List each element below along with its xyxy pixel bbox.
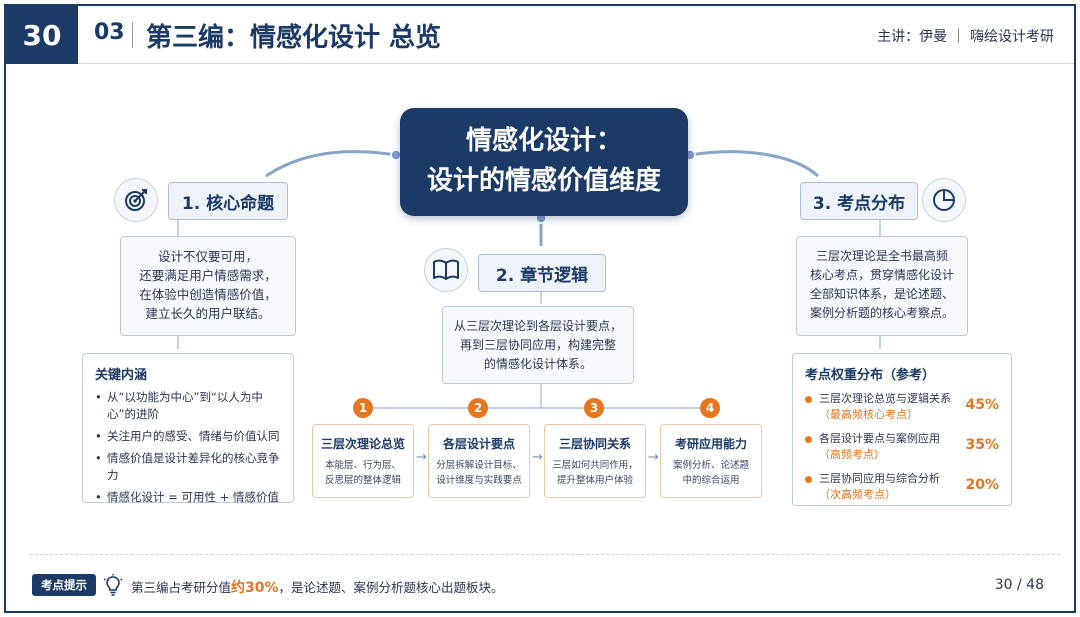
step-desc: 中的综合运用 — [682, 475, 740, 486]
weight-label: 三层次理论总览与逻辑关系 — [819, 392, 951, 405]
key-point-item: 情感化设计 = 可用性 + 情感价值 — [95, 489, 281, 506]
connector-branch3 — [689, 150, 820, 178]
branch2-topic: 2. 章节逻辑 — [478, 254, 606, 292]
section-number: 03 — [94, 20, 125, 45]
step-card: 三层协同关系 三层如何共同作用， 提升整体用户体验 — [544, 424, 646, 498]
weight-percent: 35% — [965, 437, 999, 453]
tip-prefix: 第三编占考研分值 — [131, 580, 232, 595]
weight-row: 各层设计要点与案例应用 （高频考点） 35% — [805, 431, 999, 471]
key-point-item: 关注用户的感受、情绪与价值认同 — [95, 428, 281, 445]
step-title: 各层设计要点 — [442, 437, 515, 451]
slide-frame: 30 03 第三编：情感化设计 总览 主讲：伊曼 ｜ 嗨绘设计考研 情感化设计：… — [4, 4, 1076, 613]
weight-note: （次高频考点） — [819, 488, 896, 501]
step-title: 三层协同关系 — [558, 437, 631, 451]
branch3-topic: 3. 考点分布 — [800, 182, 918, 220]
desc-line: 还要满足用户情感需求， — [139, 268, 277, 283]
tip-highlight: 约30% — [231, 580, 279, 596]
weight-label: 三层协同应用与综合分析 — [819, 472, 940, 485]
key-point-item: 情感价值是设计差异化的核心竞争力 — [95, 450, 281, 484]
desc-line: 再到三层协同应用，构建完整 — [459, 338, 616, 352]
desc-line: 全部知识体系，是论述题、 — [809, 287, 954, 301]
weight-note: （最高频核心考点） — [819, 408, 918, 421]
connector-branch1 — [265, 150, 397, 178]
weights-title: 考点权重分布（参考） — [805, 368, 936, 383]
weight-note: （高频考点） — [819, 448, 885, 461]
arrow-right-icon: → — [532, 450, 543, 465]
weight-row: 三层协同应用与综合分析 （次高频考点） 20% — [805, 471, 999, 511]
desc-line: 核心考点，贯穿情感化设计 — [809, 268, 954, 282]
central-topic-line2: 设计的情感价值维度 — [426, 166, 661, 196]
desc-line: 设计不仅要可用， — [157, 249, 258, 264]
weight-percent: 20% — [965, 477, 999, 493]
weight-distribution-panel: 考点权重分布（参考） 三层次理论总览与逻辑关系 （最高频核心考点） 45% 各层… — [792, 353, 1012, 506]
tip-suffix: ，是论述题、案例分析题核心出题板块。 — [278, 580, 504, 595]
target-icon — [114, 178, 158, 222]
step-number: 3 — [584, 398, 604, 418]
page-title: 第三编：情感化设计 总览 — [146, 23, 442, 53]
key-points-title: 关键内涵 — [95, 368, 148, 383]
lightbulb-icon — [103, 574, 123, 596]
weight-label: 各层设计要点与案例应用 — [819, 432, 940, 445]
pie-chart-icon — [922, 178, 966, 222]
step-card: 考研应用能力 案例分析、论述题 中的综合运用 — [660, 424, 762, 498]
desc-line: 案例分析题的核心考察点。 — [809, 306, 954, 320]
step-number: 2 — [468, 398, 488, 418]
key-point-item: 从“以功能为中心”到“以人为中心”的进阶 — [95, 389, 281, 423]
page-indicator: 30 / 48 — [994, 577, 1044, 593]
header: 30 03 第三编：情感化设计 总览 主讲：伊曼 ｜ 嗨绘设计考研 — [6, 6, 1074, 64]
desc-line: 在体验中创造情感价值， — [139, 287, 277, 302]
arrow-right-icon: → — [648, 450, 659, 465]
weight-row: 三层次理论总览与逻辑关系 （最高频核心考点） 45% — [805, 391, 999, 431]
branch1-description: 设计不仅要可用， 还要满足用户情感需求， 在体验中创造情感价值， 建立长久的用户… — [120, 236, 296, 336]
step-number: 4 — [700, 398, 720, 418]
step-desc: 提升整体用户体验 — [556, 475, 633, 486]
branch1-topic: 1. 核心命题 — [168, 182, 288, 220]
bullet-dot — [805, 476, 812, 483]
step-title: 三层次理论总览 — [320, 437, 405, 451]
tip-text: 第三编占考研分值约30%，是论述题、案例分析题核心出题板块。 — [131, 577, 504, 597]
step-desc: 案例分析、论述题 — [672, 460, 749, 471]
branch2-description: 从三层次理论到各层设计要点， 再到三层协同应用，构建完整 的情感化设计体系。 — [442, 306, 634, 384]
desc-line: 从三层次理论到各层设计要点， — [453, 319, 622, 333]
step-desc: 设计维度与实践要点 — [436, 475, 522, 486]
step-card: 各层设计要点 分层拆解设计目标、 设计维度与实践要点 — [428, 424, 530, 498]
step-desc: 三层如何共同作用， — [552, 460, 638, 471]
weight-percent: 45% — [965, 397, 999, 413]
central-topic-line1: 情感化设计： — [465, 126, 622, 156]
bullet-dot — [805, 396, 812, 403]
step-card: 三层次理论总览 本能层、行为层、 反思层的整体逻辑 — [312, 424, 414, 498]
page-number-badge: 30 — [6, 6, 78, 64]
step-title: 考研应用能力 — [674, 437, 747, 451]
footer-divider — [30, 554, 1060, 555]
bullet-dot — [805, 436, 812, 443]
step-number: 1 — [353, 398, 373, 418]
step-desc: 分层拆解设计目标、 — [436, 460, 522, 471]
book-icon — [424, 248, 468, 292]
header-divider — [132, 22, 133, 48]
desc-line: 三层次理论是全书最高频 — [815, 249, 948, 263]
key-points-panel: 关键内涵 从“以功能为中心”到“以人为中心”的进阶 关注用户的感受、情绪与价值认… — [82, 353, 294, 506]
desc-line: 建立长久的用户联结。 — [145, 306, 271, 321]
lecturer-info: 主讲：伊曼 ｜ 嗨绘设计考研 — [877, 29, 1054, 45]
central-topic: 情感化设计： 设计的情感价值维度 — [400, 108, 688, 216]
step-desc: 本能层、行为层、 — [324, 460, 401, 471]
tip-badge: 考点提示 — [32, 574, 96, 596]
branch3-description: 三层次理论是全书最高频 核心考点，贯穿情感化设计 全部知识体系，是论述题、 案例… — [796, 236, 968, 336]
arrow-right-icon: → — [416, 450, 427, 465]
desc-line: 的情感化设计体系。 — [483, 357, 592, 371]
step-desc: 反思层的整体逻辑 — [324, 475, 401, 486]
